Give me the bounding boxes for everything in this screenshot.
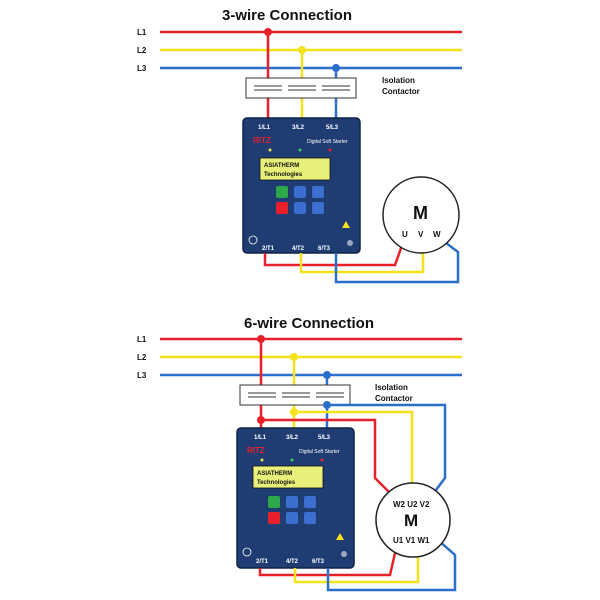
output-terminal-3: 6/T3 [318,246,331,252]
input-terminal-3: 5/L3 [318,435,331,441]
enter-button[interactable] [312,202,324,214]
output-terminal-1: 2/T1 [256,559,269,565]
input-terminal-2: 3/L2 [292,125,305,131]
down-button[interactable] [286,512,298,524]
contactor-label-line1: Isolation [382,76,415,85]
output-terminal-1: 2/T1 [262,246,275,252]
display-line-1: ASIATHERM [257,471,292,477]
down-button[interactable] [294,202,306,214]
led-indicator [290,458,294,462]
line-label-l1: L1 [137,28,147,37]
six-wire-title: 6-wire Connection [244,315,374,332]
screw-icon [347,240,353,246]
output-wire-v [299,237,425,274]
line-label-l2: L2 [137,353,147,362]
branch-wire-l3 [327,403,447,499]
six-wire-section: 6-wire Connection L1 L2 L3 Isolation Con… [137,315,462,592]
warning-icon [342,221,350,228]
isolation-contactor [239,384,351,406]
input-terminal-2: 3/L2 [286,435,299,441]
enter-button[interactable] [304,512,316,524]
contactor-label-line2: Contactor [375,394,413,403]
output-wire-w1 [326,539,457,592]
junction-dot-l3 [323,371,331,379]
junction-dot-l2 [290,353,298,361]
isolation-contactor [245,77,357,99]
run-button[interactable] [276,186,288,198]
motor-terminal-v: V [418,230,424,239]
esc-button[interactable] [304,496,316,508]
led-indicator [328,148,332,152]
motor-terminal-w: W [433,230,441,239]
ce-mark-icon [242,547,252,557]
brand-name: Digital Soft Starter [299,449,340,455]
output-wire-u1 [258,539,400,577]
motor-bottom-terminals: U1 V1 W1 [393,536,430,545]
warning-icon [336,533,344,540]
lcd-display [252,465,324,489]
lcd-display [259,157,331,181]
up-button[interactable] [294,186,306,198]
ce-mark-icon [248,235,258,245]
run-button[interactable] [268,496,280,508]
motor-symbol: M [404,511,418,530]
contactor-label-line2: Contactor [382,87,420,96]
junction-dot-l2 [298,46,306,54]
led-indicator [268,148,272,152]
output-wire-u [263,236,407,267]
input-terminal-1: 1/L1 [254,435,267,441]
junction-dot-l3 [332,64,340,72]
motor-symbol: M [413,203,428,223]
junction-dot-l1 [257,335,265,343]
led-indicator [260,458,264,462]
three-wire-title: 3-wire Connection [222,7,352,24]
stop-button[interactable] [276,202,288,214]
line-label-l2: L2 [137,46,147,55]
soft-starter-unit: 1/L1 3/L2 5/L3 RITZ Digital Soft Starter… [242,117,361,254]
output-terminal-2: 4/T2 [292,246,305,252]
output-terminal-3: 6/T3 [312,559,325,565]
branch-wire-l2 [294,410,414,492]
input-terminal-3: 5/L3 [326,125,339,131]
brand-logo: RITZ [253,136,271,145]
display-line-1: ASIATHERM [264,163,299,169]
output-wire-w [334,236,460,284]
contactor-label-line1: Isolation [375,383,408,392]
brand-name: Digital Soft Starter [307,139,348,145]
branch-wire-l1 [261,418,396,499]
soft-starter-unit: 1/L1 3/L2 5/L3 RITZ Digital Soft Starter… [236,427,355,569]
motor-terminal-u: U [402,230,408,239]
line-label-l1: L1 [137,335,147,344]
led-indicator [320,458,324,462]
output-wire-v1 [293,540,420,584]
led-indicator [298,148,302,152]
screw-icon [341,551,347,557]
brand-logo: RITZ [247,446,265,455]
three-wire-section: 3-wire Connection L1 L2 L3 Isolation Con… [137,7,462,284]
line-label-l3: L3 [137,371,147,380]
line-label-l3: L3 [137,64,147,73]
stop-button[interactable] [268,512,280,524]
motor-top-terminals: W2 U2 V2 [393,500,430,509]
output-terminal-2: 4/T2 [286,559,299,565]
motor-6-wire: W2 U2 V2 M U1 V1 W1 [375,482,451,558]
input-terminal-1: 1/L1 [258,125,271,131]
junction-dot-l1 [264,28,272,36]
up-button[interactable] [286,496,298,508]
display-line-2: Technologies [264,172,303,178]
display-line-2: Technologies [257,480,296,486]
esc-button[interactable] [312,186,324,198]
motor-3-wire: M U V W [382,176,460,254]
